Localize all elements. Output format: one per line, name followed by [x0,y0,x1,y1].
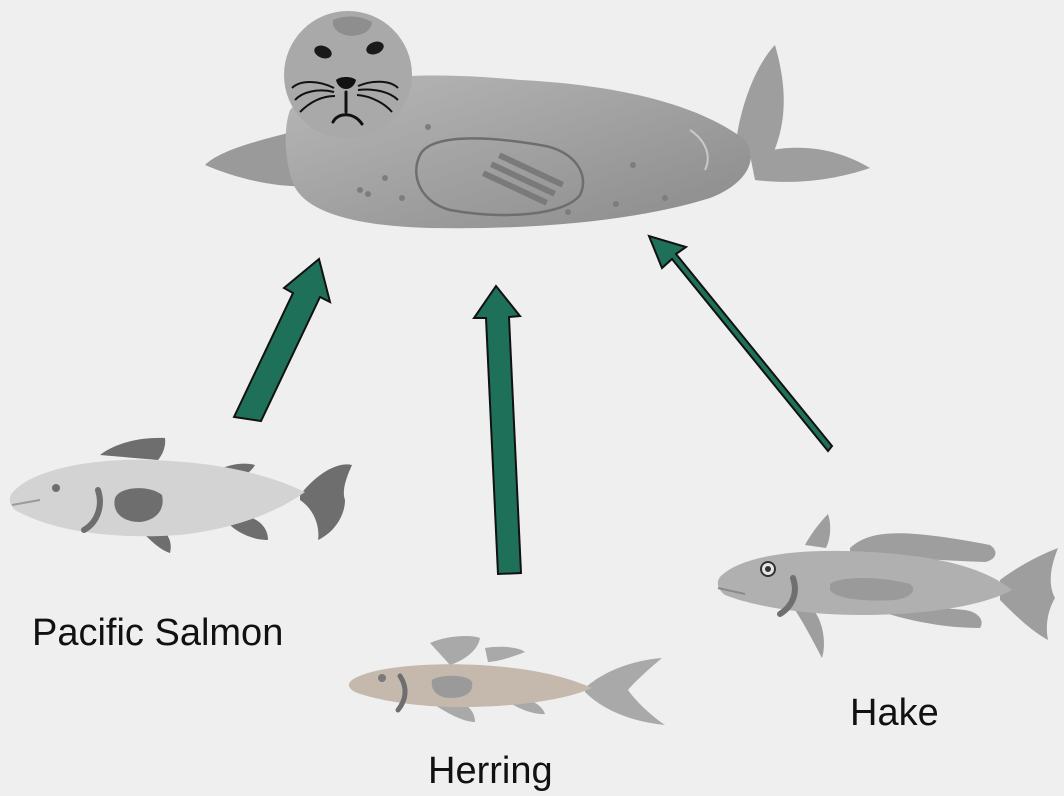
label-herring: Herring [428,750,553,793]
herring-icon [349,636,665,725]
hake-icon [718,514,1058,658]
seal-icon [205,11,870,228]
label-hake: Hake [850,692,939,735]
arrow-herring-to-seal [474,286,521,574]
arrow-salmon-to-seal [234,259,330,421]
label-pacific-salmon: Pacific Salmon [32,612,283,655]
arrow-hake-to-seal [649,236,832,451]
salmon-icon [10,438,352,553]
